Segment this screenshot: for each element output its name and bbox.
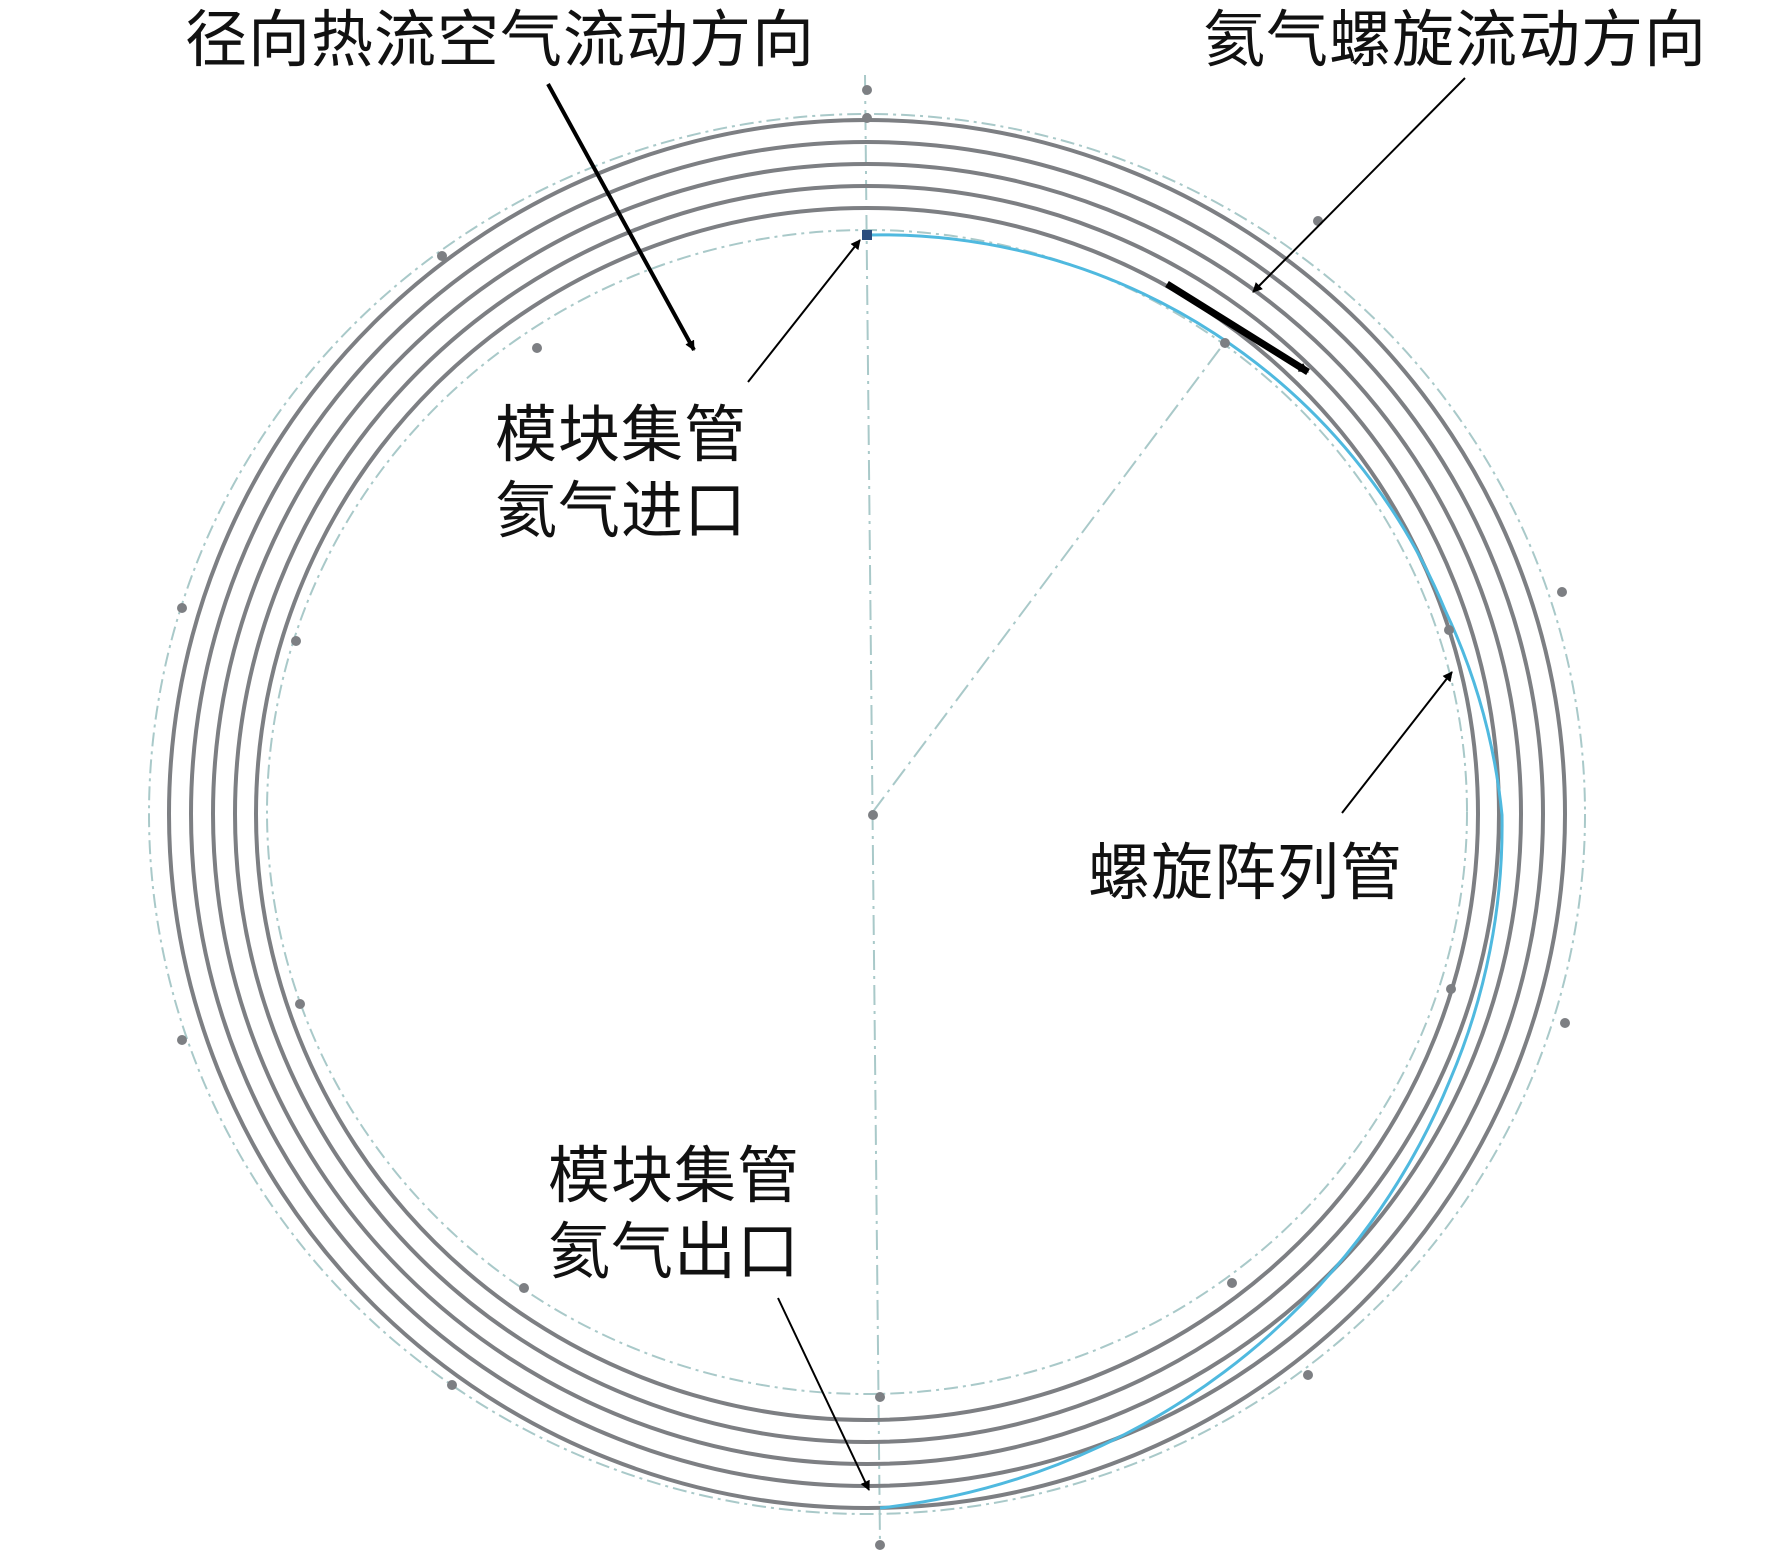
tube-ring-2: [189, 140, 1545, 1488]
header-outlet-line1: 模块集管: [548, 1139, 801, 1212]
header-inlet-line2: 氦气进口: [495, 474, 748, 547]
header-inlet-line1: 模块集管: [495, 398, 748, 471]
spiral-tube-leader-arrow: [1341, 671, 1453, 814]
leader-arrows: [546, 77, 1466, 1491]
radial-air-flow-text: 径向热流空气流动方向: [185, 3, 816, 76]
vertical-centerline: [864, 74, 881, 1546]
helium-flow-direction-arrow: [1165, 281, 1310, 375]
header-inlet-label: 模块集管 氦气进口: [495, 397, 747, 549]
tube-ring-4: [233, 184, 1501, 1444]
radial-air-flow-label: 径向热流空气流动方向: [185, 2, 815, 78]
spiral-array-tube-label: 螺旋阵列管: [1088, 835, 1403, 911]
helium-spiral-flow-text: 氦气螺旋流动方向: [1203, 3, 1708, 76]
helium-flow-path: [866, 233, 1504, 1510]
node-dots: [177, 85, 1570, 1550]
spiral-array-tube-text: 螺旋阵列管: [1088, 836, 1404, 909]
radial-construction-line: [871, 337, 1229, 814]
tube-ring-5: [254, 206, 1480, 1422]
inlet-leader-arrow: [747, 239, 861, 383]
inlet-marker: [862, 230, 872, 240]
header-outlet-label: 模块集管 氦气出口: [548, 1138, 800, 1290]
outlet-leader-arrow: [777, 1297, 870, 1491]
header-outlet-line2: 氦气出口: [548, 1215, 801, 1288]
helium-flow-leader-arrow: [1252, 77, 1466, 293]
helium-spiral-flow-label: 氦气螺旋流动方向: [1203, 2, 1707, 78]
tube-ring-3: [211, 162, 1523, 1466]
radial-air-flow-arrow: [546, 83, 696, 351]
